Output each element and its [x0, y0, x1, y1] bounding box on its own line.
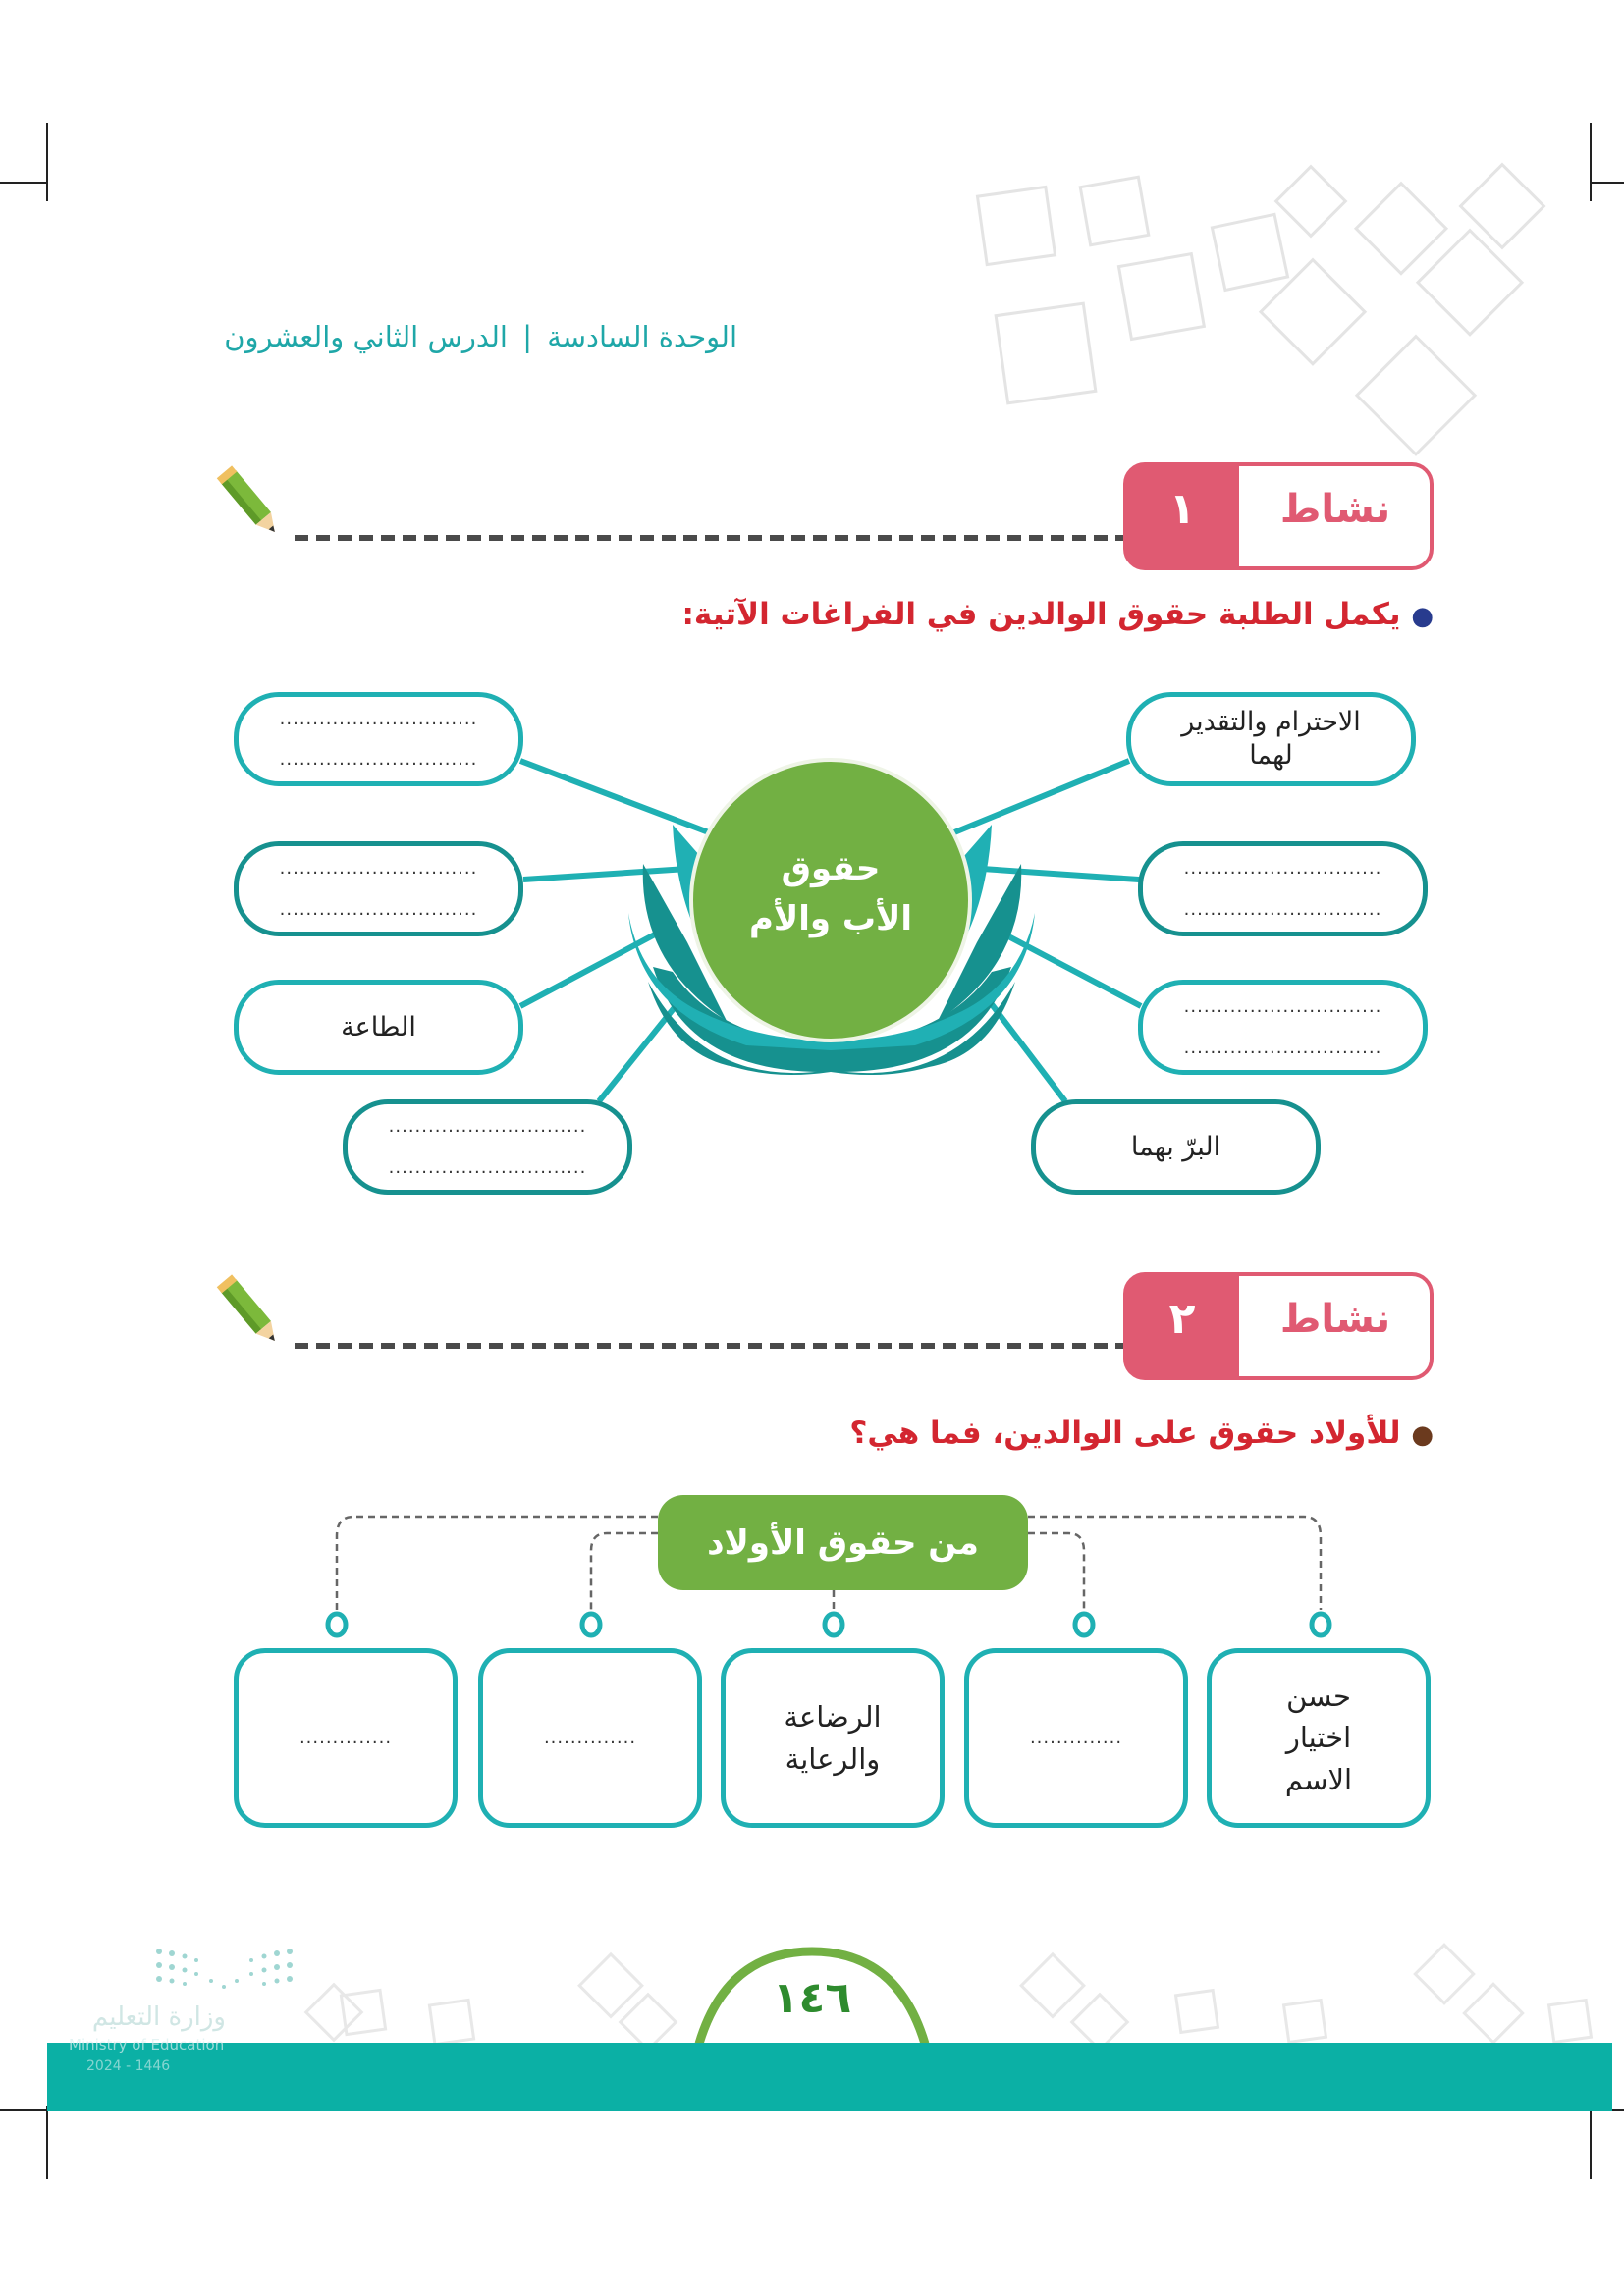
bullet-icon: ● [1411, 602, 1434, 631]
blank-line[interactable]: .............................. [388, 1156, 587, 1178]
edition-year: 2024 - 1446 [86, 2058, 171, 2074]
center-line1: حقوق [781, 849, 881, 888]
bullet-icon: ● [1411, 1420, 1434, 1450]
blank-line[interactable]: .............................. [279, 858, 478, 880]
activity2-label: نشاط [1279, 1297, 1391, 1342]
right-box-blank-2[interactable]: .............................. .........… [1138, 980, 1428, 1075]
ministry-name-en: Ministry of Education [69, 2036, 225, 2054]
right-box-blank-1[interactable]: .............................. .........… [1138, 841, 1428, 936]
left-box-blank-2[interactable]: .............................. .........… [234, 841, 523, 936]
activity2-instruction: ● للأولاد حقوق على الوالدين، فما هي؟ [849, 1415, 1434, 1451]
blank-line[interactable]: .............. [543, 1727, 637, 1748]
unit-title: الوحدة السادسة [547, 320, 737, 353]
ministry-name-ar: وزارة التعليم [91, 2002, 226, 2032]
box-text: الاحترام والتقدير لهما [1181, 707, 1361, 771]
page-number-arch [694, 1947, 930, 2046]
page-number: ١٤٦ [772, 1973, 852, 2023]
crop-marks [0, 123, 1624, 2179]
blank-line[interactable]: .............................. [1183, 898, 1382, 920]
mindmap-connectors [518, 758, 1143, 1103]
tree-connectors [335, 1515, 1323, 1610]
blank-line[interactable]: .............................. [279, 898, 478, 920]
center-circle [689, 758, 972, 1042]
lesson-title: الدرس الثاني والعشرون [224, 320, 508, 353]
blank-line[interactable]: .............................. [1183, 996, 1382, 1018]
blank-line[interactable]: .............. [298, 1727, 393, 1748]
pencil-icon [216, 1274, 275, 1342]
child-right-box-1: حسن اختيار الاسم [1207, 1648, 1431, 1828]
children-rights-title: من حقوق الأولاد [658, 1495, 1028, 1590]
activity1-label: نشاط [1279, 487, 1391, 532]
instruction-text: للأولاد حقوق على الوالدين، فما هي؟ [849, 1415, 1401, 1451]
footer-bar [47, 2043, 1612, 2111]
activity1-instruction: ● يكمل الطلبة حقوق الوالدين في الفراغات … [682, 597, 1434, 632]
blank-line[interactable]: .............................. [279, 708, 478, 729]
right-box-righteousness: البرّ بهما [1031, 1099, 1321, 1195]
center-label: حقوق الأب والأم [691, 844, 970, 944]
box-text: حسن اختيار الاسم [1284, 1680, 1353, 1796]
box-text: الرضاعة والرعاية [784, 1700, 882, 1776]
right-box-respect: الاحترام والتقدير لهما [1126, 692, 1416, 786]
decorative-squares [975, 162, 1546, 456]
blank-line[interactable]: .............................. [388, 1116, 587, 1138]
child-right-box-3: الرضاعة والرعاية [721, 1648, 945, 1828]
blank-line[interactable]: .............. [1029, 1727, 1123, 1748]
blank-line[interactable]: .............................. [1183, 858, 1382, 880]
ministry-logo-dots [156, 1949, 293, 1989]
activity1-number: ١ [1168, 484, 1196, 534]
box-text: الطاعة [341, 1011, 416, 1042]
left-box-obedience: الطاعة [234, 980, 523, 1075]
activity2-number: ٢ [1168, 1294, 1196, 1344]
blank-line[interactable]: .............................. [1183, 1037, 1382, 1058]
footer-decoration [303, 1943, 1594, 2053]
center-line2: الأب والأم [749, 899, 912, 938]
left-box-blank-1[interactable]: .............................. .........… [234, 692, 523, 786]
child-right-box-2[interactable]: .............. [964, 1648, 1188, 1828]
instruction-text: يكمل الطلبة حقوق الوالدين في الفراغات ال… [681, 597, 1401, 632]
left-box-blank-3[interactable]: .............................. .........… [343, 1099, 632, 1195]
connector-circles [325, 1611, 1332, 1638]
blank-line[interactable]: .............................. [279, 749, 478, 770]
pencil-icon [216, 465, 275, 533]
box-text: البرّ بهما [1130, 1131, 1221, 1162]
child-right-box-4[interactable]: .............. [478, 1648, 702, 1828]
breadcrumb: الوحدة السادسة | الدرس الثاني والعشرون [224, 320, 737, 353]
breadcrumb-separator: | [522, 320, 532, 353]
child-right-box-5[interactable]: .............. [234, 1648, 458, 1828]
